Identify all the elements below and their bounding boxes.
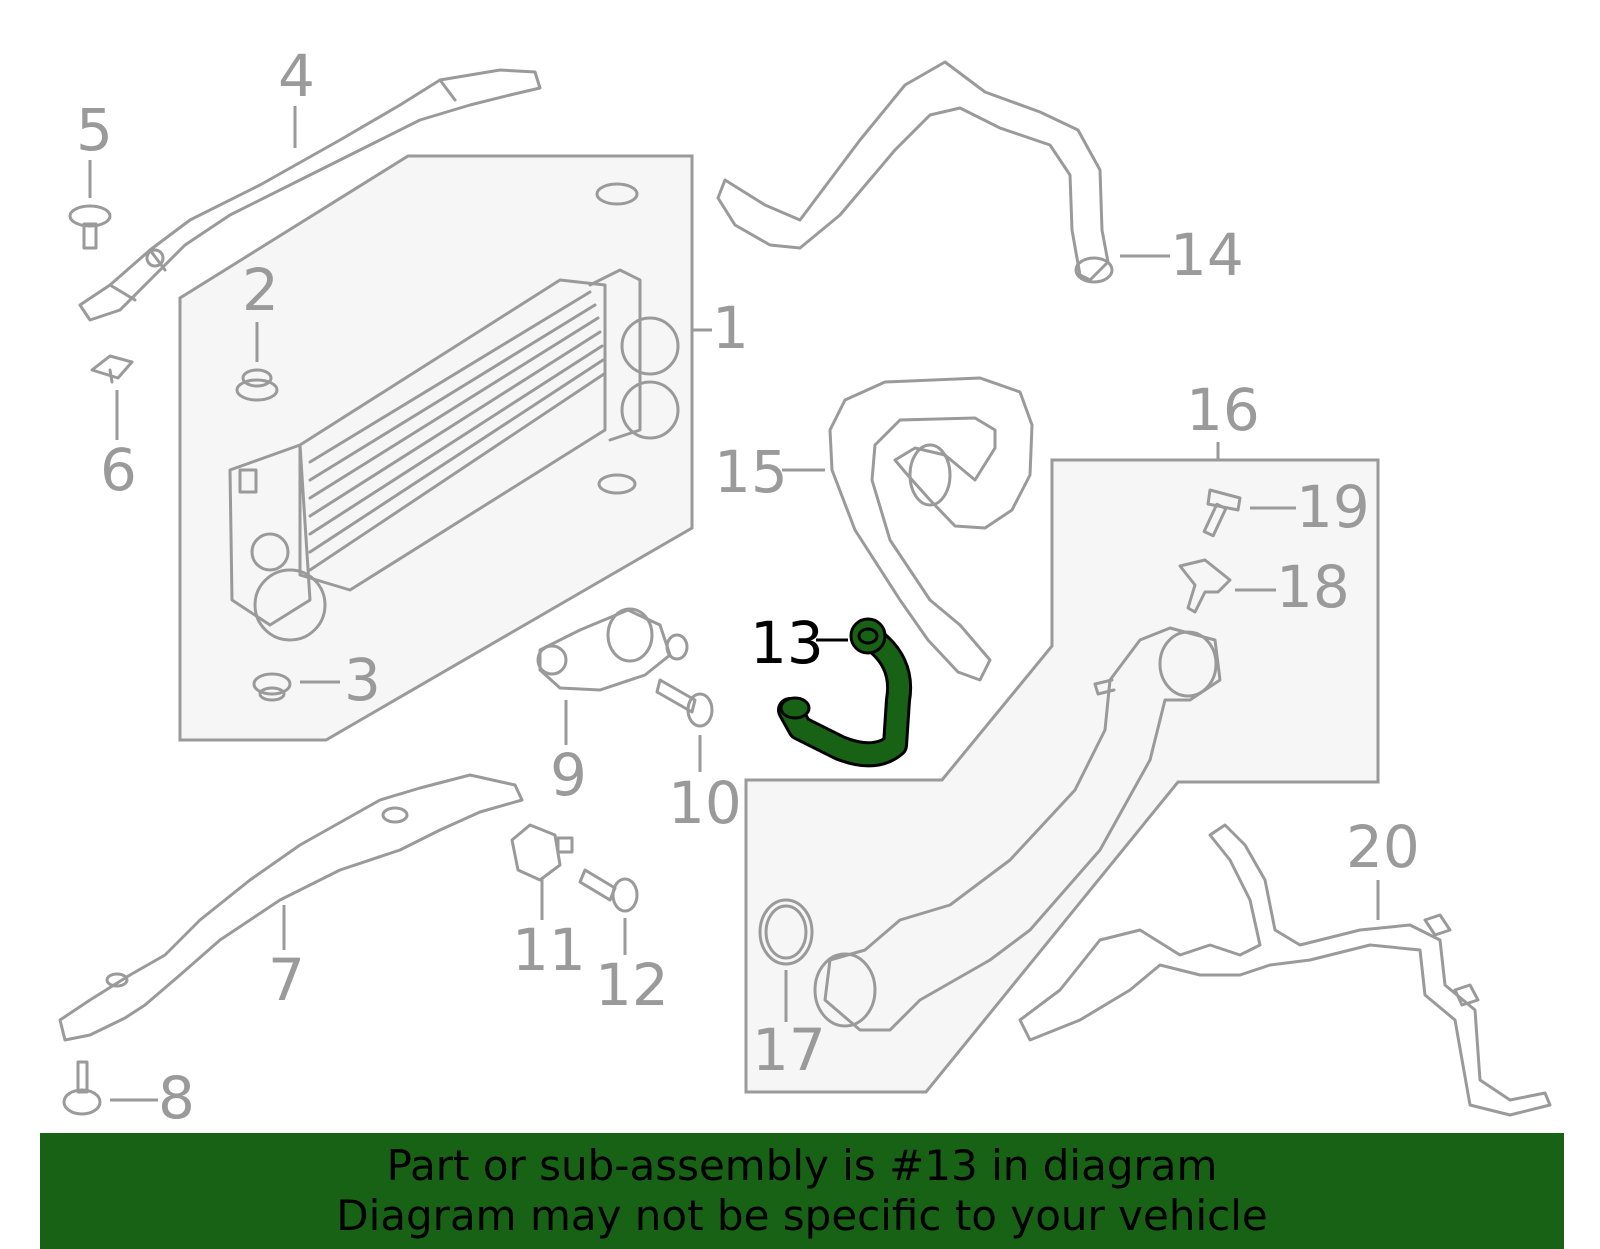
grommet-3 bbox=[252, 672, 292, 702]
intercooler-panel bbox=[178, 154, 694, 742]
parts-diagram: 1 2 3 4 5 6 7 8 9 10 11 12 13 14 15 16 1… bbox=[58, 42, 1552, 1132]
lower-bracket bbox=[58, 773, 524, 1042]
bolt-8 bbox=[62, 1060, 102, 1116]
callout-7: 7 bbox=[268, 946, 305, 1014]
callout-19: 19 bbox=[1296, 473, 1370, 541]
bolt-5 bbox=[68, 204, 112, 250]
callout-15: 15 bbox=[714, 438, 788, 506]
wiring-harness-connector bbox=[1423, 913, 1480, 1007]
bolt-10 bbox=[655, 678, 714, 728]
lower-duct bbox=[823, 626, 1222, 1032]
callout-16: 16 bbox=[1186, 376, 1260, 444]
callout-20: 20 bbox=[1346, 813, 1420, 881]
callout-13: 13 bbox=[750, 609, 824, 677]
lower-bracket-hole bbox=[105, 972, 129, 988]
screw-19 bbox=[1202, 488, 1242, 538]
clip-6 bbox=[90, 354, 134, 384]
callout-3: 3 bbox=[344, 646, 381, 714]
intercooler bbox=[228, 182, 680, 642]
callout-10: 10 bbox=[668, 769, 742, 837]
valve-9 bbox=[536, 607, 689, 692]
banner-line-1: Part or sub-assembly is #13 in diagram bbox=[386, 1141, 1218, 1190]
callout-12: 12 bbox=[595, 951, 669, 1019]
upper-bracket-detail bbox=[108, 78, 457, 302]
callout-8: 8 bbox=[158, 1064, 195, 1132]
upper-bracket bbox=[78, 68, 542, 322]
sensor-18 bbox=[1178, 558, 1232, 614]
duct-panel bbox=[744, 458, 1380, 1094]
callout-1: 1 bbox=[712, 294, 749, 362]
sensor-11 bbox=[510, 823, 574, 882]
banner-line-2: Diagram may not be specific to your vehi… bbox=[336, 1191, 1268, 1240]
middle-hose bbox=[828, 376, 1034, 682]
upper-hose bbox=[716, 60, 1110, 282]
grommet-2 bbox=[235, 368, 279, 402]
callout-18: 18 bbox=[1276, 553, 1350, 621]
leader-lines bbox=[88, 106, 1380, 1102]
upper-hose-end bbox=[1074, 256, 1114, 284]
upper-bracket-hole bbox=[145, 248, 165, 268]
callout-4: 4 bbox=[278, 42, 315, 110]
lower-duct-nipple bbox=[1093, 678, 1116, 696]
callout-5: 5 bbox=[76, 96, 113, 164]
lower-duct-inlet bbox=[1158, 630, 1218, 698]
oring-17 bbox=[758, 898, 814, 966]
lower-bracket-slot bbox=[381, 806, 409, 824]
info-banner: Part or sub-assembly is #13 in diagram D… bbox=[40, 1133, 1564, 1249]
callout-6: 6 bbox=[100, 436, 137, 504]
callout-9: 9 bbox=[550, 741, 587, 809]
callout-2: 2 bbox=[242, 256, 279, 324]
callout-14: 14 bbox=[1170, 221, 1244, 289]
bolt-12 bbox=[578, 868, 639, 913]
middle-hose-clamp bbox=[908, 443, 952, 507]
hose-13 bbox=[777, 617, 913, 768]
callout-11: 11 bbox=[512, 916, 586, 984]
lower-duct-outlet bbox=[813, 952, 877, 1028]
callout-17: 17 bbox=[752, 1016, 826, 1084]
